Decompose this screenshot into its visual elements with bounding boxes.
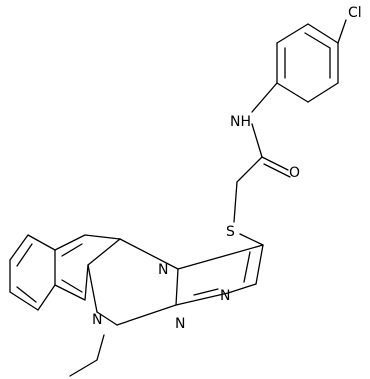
bond-12 <box>261 156 289 171</box>
bond-29 <box>84 234 121 240</box>
bond-layer <box>9 19 347 377</box>
bond-40 <box>37 284 56 311</box>
bond-44 <box>69 359 98 377</box>
atom-label-n-ethyl: N <box>92 312 102 328</box>
atom-label-s: S <box>226 224 235 240</box>
atom-label-n-bridge: N <box>158 262 168 278</box>
atom-label-nh: NH <box>230 114 251 130</box>
bond-24 <box>116 304 177 326</box>
atom-label-o: O <box>289 165 300 181</box>
bond-2 <box>307 82 339 103</box>
bond-22 <box>243 251 251 283</box>
atom-label-n-triazole-a: N <box>220 288 230 304</box>
bond-17 <box>255 244 264 285</box>
atom-label-n-triazole-b: N <box>175 316 185 332</box>
bond-33 <box>84 264 89 301</box>
bond-0 <box>307 23 339 44</box>
bond-26 <box>87 238 121 266</box>
bond-35 <box>61 279 83 293</box>
bond-25 <box>119 238 179 270</box>
bond-10 <box>251 82 278 113</box>
bond-16 <box>239 233 264 246</box>
bond-13 <box>263 163 291 178</box>
bond-37 <box>9 234 29 261</box>
bond-36 <box>27 234 56 251</box>
bond-18 <box>227 283 257 294</box>
bond-43 <box>96 334 105 361</box>
bond-39 <box>9 291 39 311</box>
bond-27 <box>87 264 98 313</box>
bond-28 <box>96 311 118 326</box>
bond-9 <box>337 19 347 44</box>
bond-21 <box>177 244 264 270</box>
label-layer: Cl NH O S N N N N <box>92 5 362 332</box>
bond-32 <box>54 284 86 301</box>
bond-41 <box>16 243 33 267</box>
bond-23 <box>193 288 219 296</box>
bond-3 <box>276 82 309 103</box>
bond-5 <box>276 23 309 44</box>
bond-20 <box>175 268 179 306</box>
bond-34 <box>61 243 83 257</box>
bond-15 <box>233 181 238 223</box>
bond-11 <box>251 123 263 158</box>
bond-6 <box>304 32 331 49</box>
bond-42 <box>16 286 37 303</box>
atom-label-cl: Cl <box>348 5 362 21</box>
bond-30 <box>54 234 86 251</box>
bond-14 <box>236 156 263 183</box>
bond-19 <box>175 292 229 306</box>
